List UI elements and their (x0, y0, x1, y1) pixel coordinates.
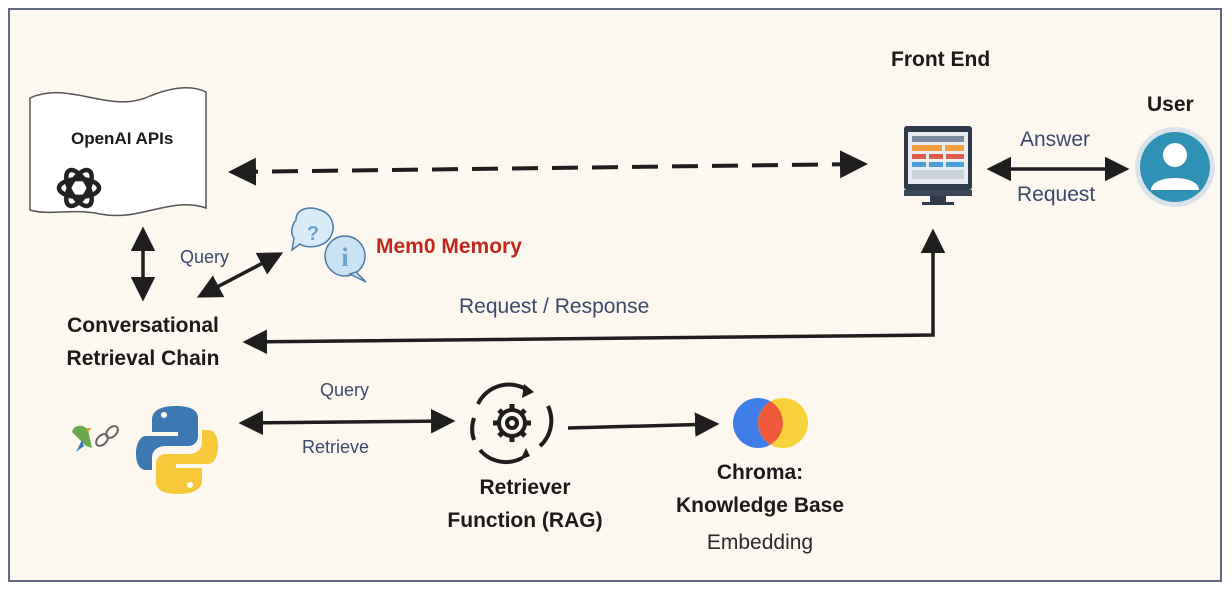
langchain-parrot-link-icon (72, 425, 119, 452)
openai-logo-icon (56, 167, 102, 209)
openai-label: OpenAI APIs (71, 129, 174, 148)
chain-retriever-arrow (238, 408, 456, 436)
chain-frontend-arrow (242, 228, 946, 355)
request-response-edge-label: Request / Response (459, 295, 650, 318)
request-edge-label: Request (1017, 183, 1096, 206)
user-label: User (1147, 93, 1194, 116)
retriever-label-line1: Retriever (479, 476, 571, 499)
chroma-label-line2: Knowledge Base (675, 494, 845, 517)
retriever-label-line2: Function (RAG) (447, 509, 603, 532)
query-memory-edge-label: Query (180, 247, 230, 267)
front-end-label: Front End (891, 48, 991, 71)
mem0-memory-label: Mem0 Memory (376, 235, 522, 258)
retriever-chroma-arrow (567, 412, 720, 437)
python-logo-icon (136, 406, 218, 494)
chain-label-line2: Retrieval Chain (66, 347, 220, 370)
user-avatar-icon (1135, 127, 1215, 207)
question-info-bubbles-icon: ? i (290, 207, 367, 283)
openai-document-shape (29, 86, 207, 217)
openai-frontend-arrow (228, 150, 868, 186)
query-retriever-edge-label: Query (320, 380, 370, 400)
svg-text:i: i (341, 243, 348, 272)
chain-label-line1: Conversational (67, 314, 219, 337)
web-monitor-icon (904, 126, 972, 205)
chroma-embedding-label: Embedding (706, 531, 814, 554)
svg-text:?: ? (307, 223, 319, 245)
answer-edge-label: Answer (1020, 128, 1091, 151)
gear-cycle-icon (470, 382, 554, 464)
chroma-logo-icon (733, 398, 808, 448)
retrieve-edge-label: Retrieve (302, 437, 370, 457)
chroma-label-line1: Chroma: (716, 461, 804, 484)
